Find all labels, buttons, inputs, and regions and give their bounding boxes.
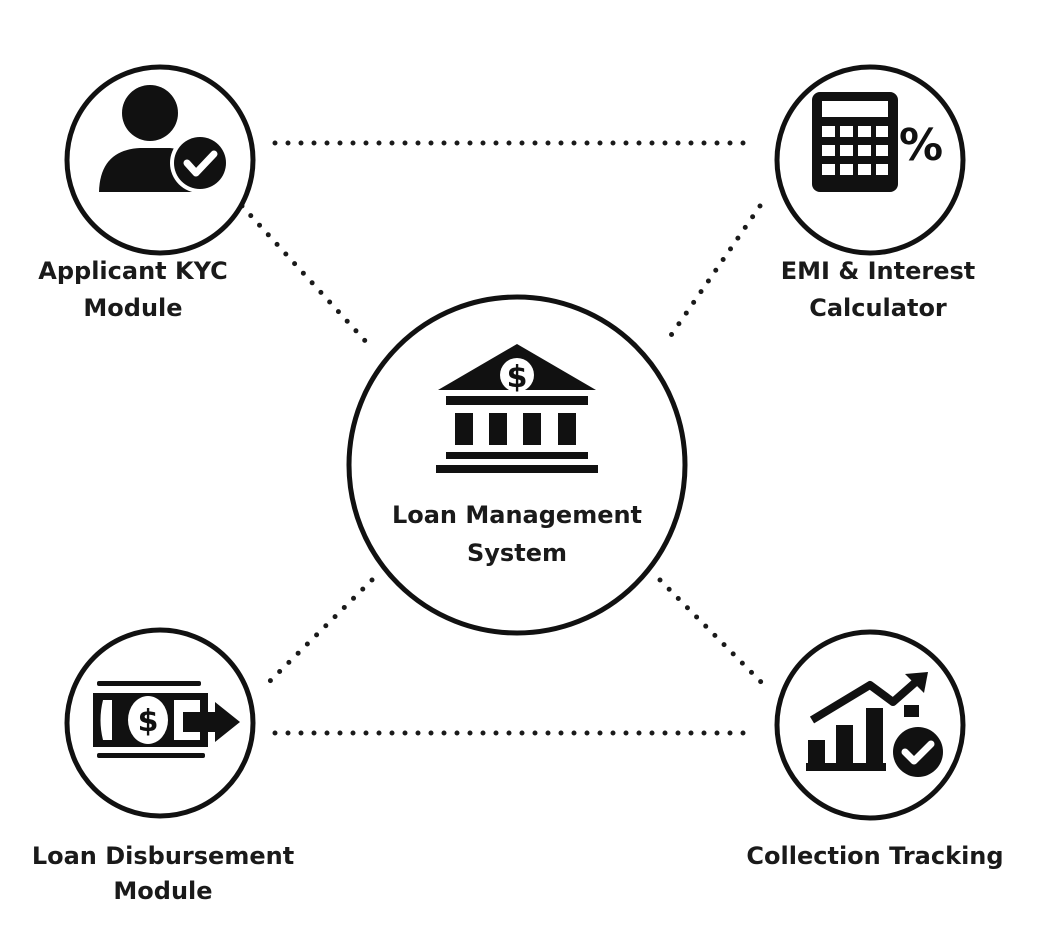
disbursement-label-line1: Loan Disbursement [32, 842, 294, 870]
kyc-node: Applicant KYC Module [38, 64, 256, 322]
collection-node: Collection Tracking [746, 629, 1004, 870]
calculator-percent-icon: % [812, 92, 943, 192]
disbursement-label-line2: Module [113, 877, 212, 905]
connectors [239, 140, 768, 736]
center-node: $ Loan Management System [346, 294, 688, 636]
disbursement-node: $ Loan Disbursement Module [32, 627, 294, 905]
svg-text:%: % [899, 120, 943, 171]
bank-dollar-icon: $ [436, 344, 598, 473]
collection-label: Collection Tracking [746, 842, 1003, 870]
user-verified-icon [99, 85, 230, 193]
svg-text:$: $ [138, 704, 159, 739]
money-transfer-icon: $ [93, 681, 240, 758]
connector-emi-center [662, 203, 763, 347]
emi-label-line1: EMI & Interest [781, 257, 975, 285]
center-label-line2: System [467, 539, 567, 567]
svg-text:$: $ [507, 360, 528, 395]
connector-disbursement-center [262, 577, 375, 689]
kyc-label-line1: Applicant KYC [38, 257, 227, 285]
center-label-line1: Loan Management [392, 501, 642, 529]
emi-node: % EMI & Interest Calculator [774, 64, 975, 322]
growth-chart-check-icon [806, 672, 948, 782]
connector-collection-center [657, 577, 768, 689]
kyc-label-line2: Module [83, 294, 182, 322]
connector-kyc-center [239, 203, 371, 347]
emi-label-line2: Calculator [809, 294, 947, 322]
